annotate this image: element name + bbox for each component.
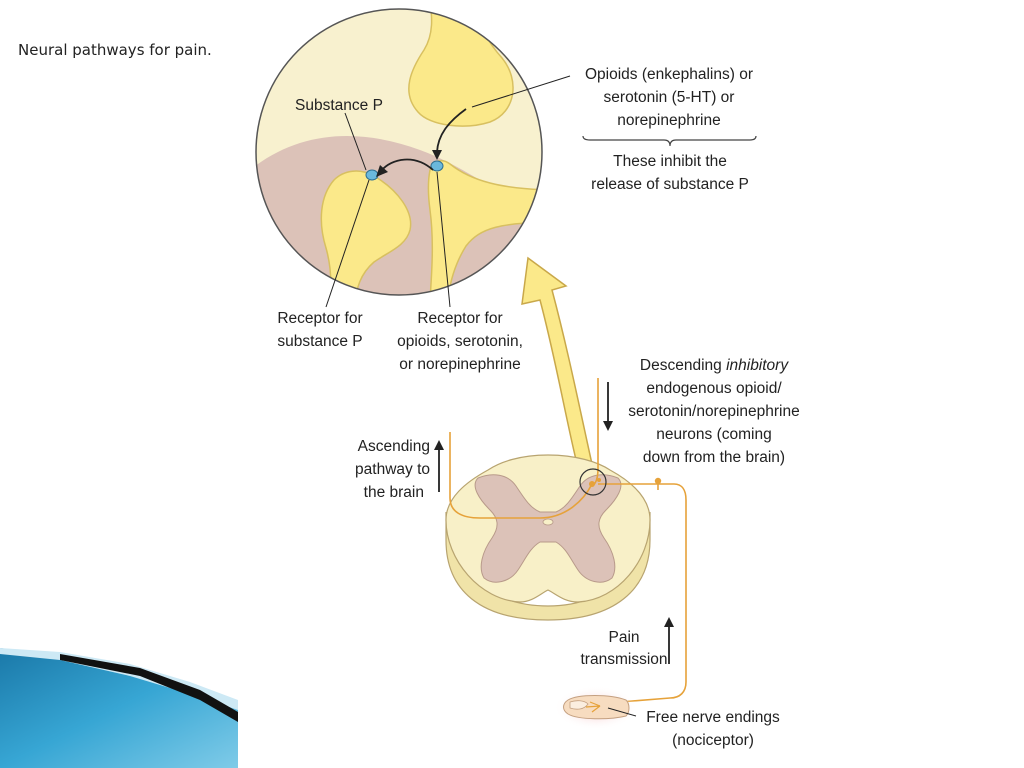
corner-decoration bbox=[0, 648, 238, 768]
label-pain-1: Pain bbox=[608, 629, 639, 646]
label-ascending-2: pathway to bbox=[355, 461, 430, 478]
synapse-magnified-view bbox=[255, 8, 543, 296]
label-ascending-3: the brain bbox=[364, 484, 424, 501]
label-descending-5: down from the brain) bbox=[643, 449, 785, 466]
synapse-highlight-circle bbox=[579, 468, 607, 496]
diagram-labels: Substance P Opioids (enkephalins) or ser… bbox=[277, 66, 799, 749]
label-ascending-1: Ascending bbox=[358, 438, 430, 455]
label-pain-2: transmission bbox=[581, 651, 668, 668]
label-opioids-1: Opioids (enkephalins) or bbox=[585, 66, 753, 83]
leader-lines bbox=[325, 75, 571, 308]
release-arrowhead-icon bbox=[432, 150, 442, 160]
substance-p-receptor-icon bbox=[365, 169, 379, 181]
label-receptor-op-3: or norepinephrine bbox=[399, 356, 521, 373]
label-receptor-op-2: opioids, serotonin, bbox=[397, 333, 523, 350]
opioid-receptor-icon bbox=[430, 160, 444, 172]
direction-arrows bbox=[434, 382, 674, 664]
descending-arrow-icon bbox=[603, 421, 613, 431]
grouping-brace bbox=[582, 135, 757, 147]
label-inhibit-2: release of substance P bbox=[591, 176, 749, 193]
label-substance-p: Substance P bbox=[295, 97, 383, 114]
label-receptor-sp-2: substance P bbox=[277, 333, 362, 350]
label-opioids-3: norepinephrine bbox=[617, 112, 720, 129]
label-descending-1: Descending inhibitory bbox=[640, 357, 789, 374]
label-opioids-2: serotonin (5-HT) or bbox=[604, 89, 735, 106]
label-descending-2: endogenous opioid/ bbox=[646, 380, 782, 397]
label-free-nerve-1: Free nerve endings bbox=[646, 709, 780, 726]
pain-up-arrow-icon bbox=[664, 617, 674, 627]
inhibition-arrowhead-icon bbox=[376, 165, 388, 177]
label-receptor-sp-1: Receptor for bbox=[277, 310, 362, 327]
label-descending-4: neurons (coming bbox=[656, 426, 771, 443]
finger-nociceptor bbox=[554, 686, 638, 730]
label-receptor-op-1: Receptor for bbox=[417, 310, 502, 327]
label-free-nerve-2: (nociceptor) bbox=[672, 732, 754, 749]
label-descending-3: serotonin/norepinephrine bbox=[628, 403, 799, 420]
ascending-arrow-icon bbox=[434, 440, 444, 450]
spinal-cord-section bbox=[445, 454, 651, 621]
slide-title: Neural pathways for pain. bbox=[18, 41, 212, 59]
zoom-arrow-icon bbox=[521, 256, 593, 469]
label-inhibit-1: These inhibit the bbox=[613, 153, 727, 170]
